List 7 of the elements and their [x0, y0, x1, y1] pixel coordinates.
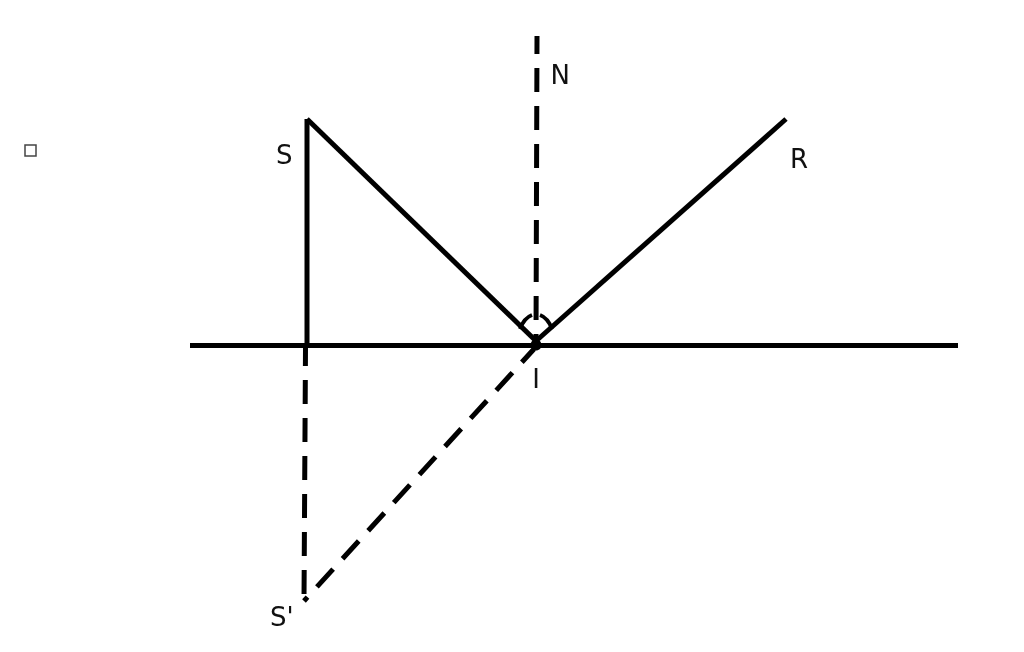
point-label: S — [276, 118, 310, 170]
line — [304, 119, 310, 343]
point-label: S' — [270, 600, 306, 632]
point-label: R — [780, 118, 808, 174]
dashed-line — [533, 36, 540, 341]
dashed-line — [302, 347, 536, 603]
point-label: N — [534, 36, 570, 90]
